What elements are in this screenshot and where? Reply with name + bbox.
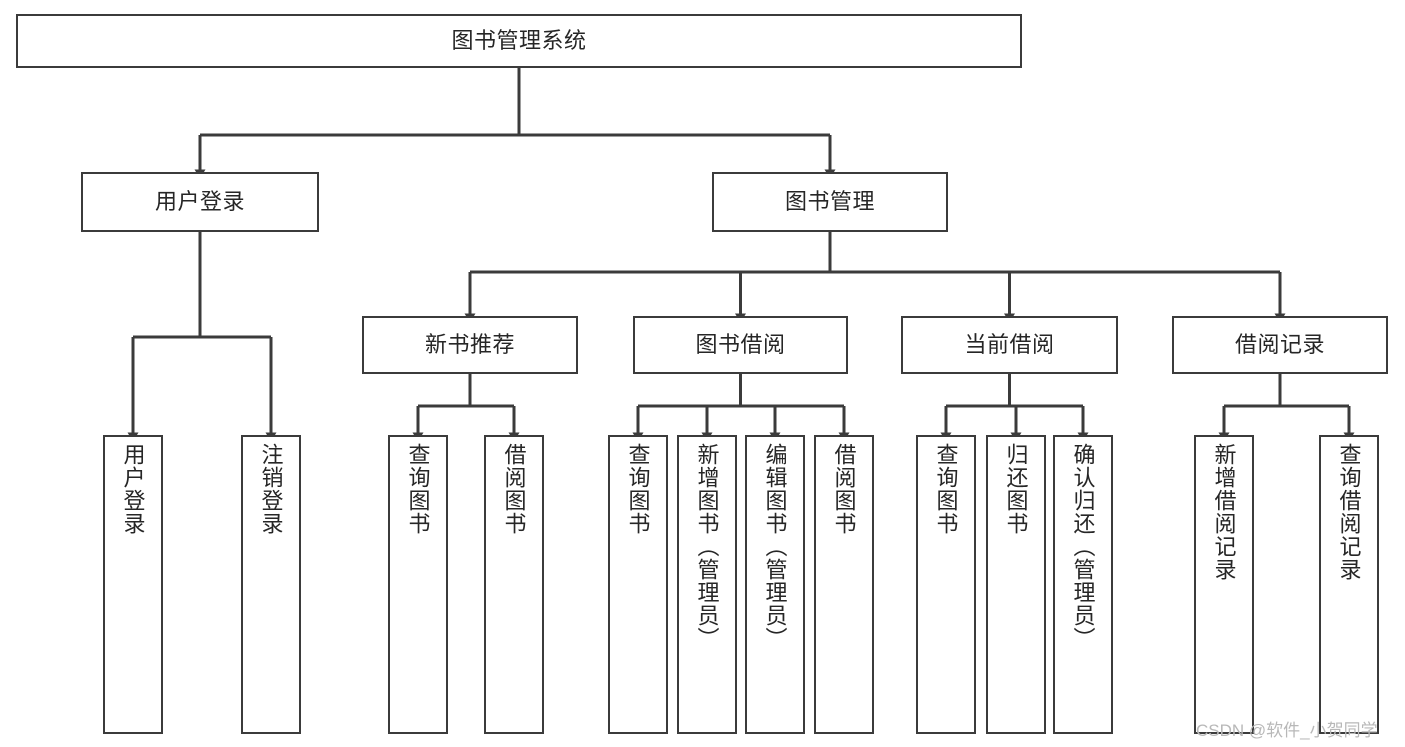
node-label: 查询图书 bbox=[625, 443, 651, 535]
node-label: 借阅图书 bbox=[831, 443, 857, 535]
node-leaf-user-login[interactable]: 用户登录 bbox=[103, 435, 163, 734]
node-new-book-rec[interactable]: 新书推荐 bbox=[362, 316, 578, 374]
node-leaf-add-record[interactable]: 新增借阅记录 bbox=[1194, 435, 1254, 734]
node-label: 图书管理系统 bbox=[451, 28, 587, 54]
node-label: 确认归还（管理员） bbox=[1070, 443, 1096, 650]
node-label: 查询图书 bbox=[405, 443, 431, 535]
node-label: 归还图书 bbox=[1003, 443, 1029, 535]
node-label: 编辑图书（管理员） bbox=[762, 443, 788, 650]
node-leaf-query-book-2[interactable]: 查询图书 bbox=[608, 435, 668, 734]
node-book-manage[interactable]: 图书管理 bbox=[712, 172, 948, 232]
node-user-login[interactable]: 用户登录 bbox=[81, 172, 319, 232]
node-current-borrow[interactable]: 当前借阅 bbox=[901, 316, 1118, 374]
node-label: 借阅记录 bbox=[1234, 332, 1325, 358]
node-leaf-query-record[interactable]: 查询借阅记录 bbox=[1319, 435, 1379, 734]
node-borrow-record[interactable]: 借阅记录 bbox=[1172, 316, 1388, 374]
node-leaf-user-logout[interactable]: 注销登录 bbox=[241, 435, 301, 734]
node-label: 用户登录 bbox=[154, 189, 245, 215]
node-label: 当前借阅 bbox=[964, 332, 1055, 358]
watermark: CSDN @软件_小贺同学 bbox=[1196, 721, 1378, 740]
node-leaf-borrow-book-1[interactable]: 借阅图书 bbox=[484, 435, 544, 734]
node-leaf-confirm-return[interactable]: 确认归还（管理员） bbox=[1053, 435, 1113, 734]
node-label: 查询借阅记录 bbox=[1336, 443, 1362, 581]
node-label: 查询图书 bbox=[933, 443, 959, 535]
node-label: 新书推荐 bbox=[424, 332, 515, 358]
connector-lines bbox=[127, 68, 1355, 442]
node-leaf-return-book[interactable]: 归还图书 bbox=[986, 435, 1046, 734]
node-label: 用户登录 bbox=[120, 443, 146, 535]
node-leaf-borrow-book-2[interactable]: 借阅图书 bbox=[814, 435, 874, 734]
node-leaf-query-book-3[interactable]: 查询图书 bbox=[916, 435, 976, 734]
node-leaf-add-book[interactable]: 新增图书（管理员） bbox=[677, 435, 737, 734]
node-root[interactable]: 图书管理系统 bbox=[16, 14, 1022, 68]
node-label: 新增图书（管理员） bbox=[694, 443, 720, 650]
node-book-borrow[interactable]: 图书借阅 bbox=[633, 316, 848, 374]
node-leaf-edit-book[interactable]: 编辑图书（管理员） bbox=[745, 435, 805, 734]
node-label: 图书管理 bbox=[784, 189, 875, 215]
node-label: 注销登录 bbox=[258, 443, 284, 535]
node-label: 借阅图书 bbox=[501, 443, 527, 535]
node-label: 新增借阅记录 bbox=[1211, 443, 1237, 581]
node-label: 图书借阅 bbox=[695, 332, 786, 358]
node-leaf-query-book-1[interactable]: 查询图书 bbox=[388, 435, 448, 734]
